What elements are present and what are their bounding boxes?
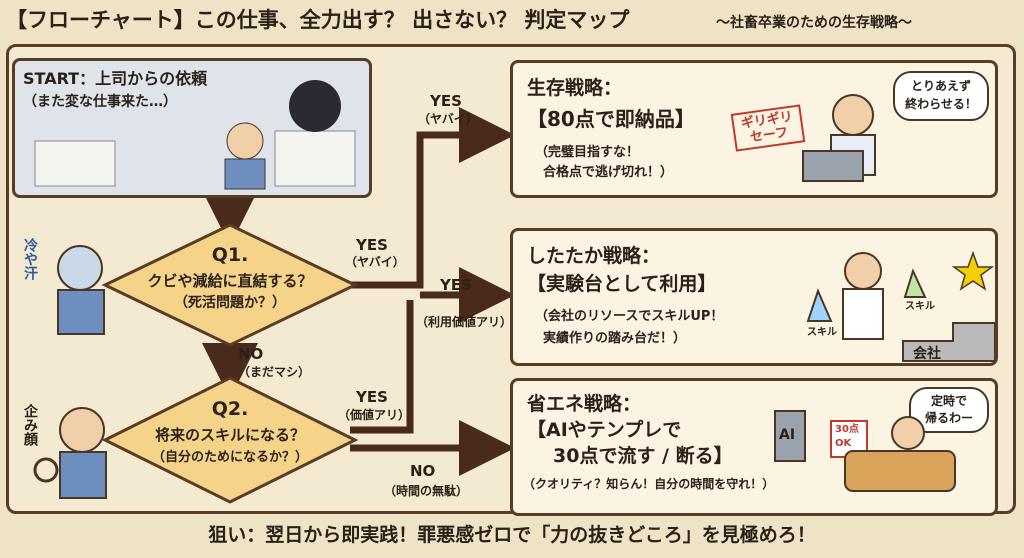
result-3-detail1: （クオリティ？知らん！自分の時間を守れ！） — [523, 477, 775, 491]
result-2-headline: 【実験台として利用】 — [527, 273, 717, 295]
result-survival-panel: 生存戦略： 【80点で即納品】 （完璧目指すな！ 合格点で逃げ切れ！） ギリギリ… — [510, 60, 998, 198]
q2-side-label: 企み顔 — [22, 404, 38, 446]
q1-text: クビや減給に直結する？ — [147, 272, 313, 290]
star-icon — [951, 250, 995, 291]
result-energy-saving-panel: 省エネ戦略： 【AIやテンプレで 30点で流す / 断る】 （クオリティ？知らん… — [510, 378, 998, 516]
result-2-illustration — [806, 250, 995, 362]
boss-silhouette-icon — [289, 80, 341, 132]
worker-body-icon — [59, 451, 107, 499]
footer-message: 狙い：翌日から即実践！罪悪感ゼロで「力の抜きどころ」を見極めろ！ — [208, 524, 816, 546]
cold-sweat-face-icon — [57, 245, 103, 291]
result-1-detail2: 合格点で逃げ切れ！） — [543, 165, 674, 180]
page-title: 【フローチャート】この仕事、全力出す？ 出さない？ 判定マップ — [6, 8, 630, 32]
result-1-detail1: （完璧目指すな！ — [535, 145, 640, 160]
start-subtitle: （また変な仕事来た…） — [23, 94, 177, 110]
start-title: START：上司からの依頼 — [23, 69, 208, 88]
stairs-icon — [902, 322, 995, 362]
result-shrewd-panel: したたか戦略： 【実験台として利用】 （会社のリソースでスキルUP！ 実績作りの… — [510, 228, 998, 366]
flask-icon — [903, 268, 927, 298]
q1-label: Q1. — [211, 244, 249, 266]
result-1-headline: 【80点で即納品】 — [527, 107, 695, 131]
q1-side-label: 冷や汗 — [22, 238, 38, 280]
arrow-q1-yes-result1 — [350, 107, 515, 289]
worker-body-icon — [224, 158, 266, 190]
edge-mid-yes-label: YES — [440, 276, 472, 294]
robot-arm-icon — [774, 410, 806, 462]
grinning-face-icon — [844, 252, 882, 290]
q2-sub: （自分のためになるか？） — [151, 450, 308, 465]
edge-q1-yes-label: YES — [356, 236, 388, 254]
worker-body-icon — [57, 289, 105, 335]
page-subtitle: 〜社畜卒業のための生存戦略〜 — [716, 15, 912, 31]
relaxed-face-icon — [891, 416, 925, 450]
result-2-detail1: （会社のリソースでスキルUP！ — [535, 309, 724, 324]
result-3-title: 省エネ戦略： — [527, 393, 642, 415]
result-3-illustration — [774, 410, 956, 492]
paper-stack-icon — [34, 140, 116, 187]
result-1-bubble: とりあえず 終わらせる！ — [893, 71, 989, 121]
ok-sign-label: 30点 OK — [835, 424, 859, 449]
q1-diamond — [101, 223, 359, 347]
flask-icon — [806, 288, 833, 322]
result-1-title: 生存戦略： — [527, 77, 623, 99]
lab-coat-icon — [842, 288, 884, 340]
q2-label: Q2. — [211, 398, 249, 420]
edge-q2-no-label: NO — [410, 462, 436, 480]
robot-label: AI — [779, 427, 796, 443]
q2-diamond — [101, 376, 359, 504]
flask-label-2: スキル — [905, 301, 935, 312]
edge-q1-yes-sub: （ヤバイ） — [345, 255, 405, 269]
result-3-headline: 【AIやテンプレで — [527, 419, 682, 441]
start-illustration — [34, 80, 356, 190]
step-label-company: 会社 — [913, 346, 941, 362]
edge-q2-no-sub: （時間の無駄） — [384, 484, 469, 498]
edge-q1-no-label: NO — [238, 345, 264, 363]
paper-stack-icon — [274, 130, 356, 187]
panicked-face-icon — [832, 94, 874, 136]
result-3-headline2: 30点で流す / 断る】 — [553, 445, 733, 467]
result-2-title: したたか戦略： — [527, 245, 661, 267]
edge-yes-top-sub: （ヤバイ） — [418, 112, 478, 126]
arrow-q2-yes-up — [350, 300, 414, 434]
result-3-bubble: 定時で 帰るわー — [909, 387, 989, 433]
q1-sub: （死活問題か？） — [174, 295, 286, 311]
laptop-icon — [802, 150, 864, 182]
start-panel: START：上司からの依頼 （また変な仕事来た…） — [12, 58, 372, 198]
result-2-detail2: 実績作りの踏み台だ！） — [543, 331, 687, 346]
edge-yes-top-label: YES — [430, 92, 462, 110]
result-1-illustration — [802, 94, 876, 182]
edge-q2-yes-label: YES — [356, 388, 388, 406]
q2-text: 将来のスキルになる？ — [154, 426, 305, 444]
flask-label-1: スキル — [807, 327, 837, 338]
magnifier-icon — [33, 457, 59, 483]
edge-mid-yes-sub: （利用価値アリ） — [416, 315, 513, 329]
scheming-face-icon — [59, 407, 105, 453]
sofa-icon — [844, 450, 956, 492]
edge-q1-no-sub: （まだマシ） — [238, 365, 311, 379]
edge-q2-yes-sub: （価値アリ） — [338, 408, 411, 422]
